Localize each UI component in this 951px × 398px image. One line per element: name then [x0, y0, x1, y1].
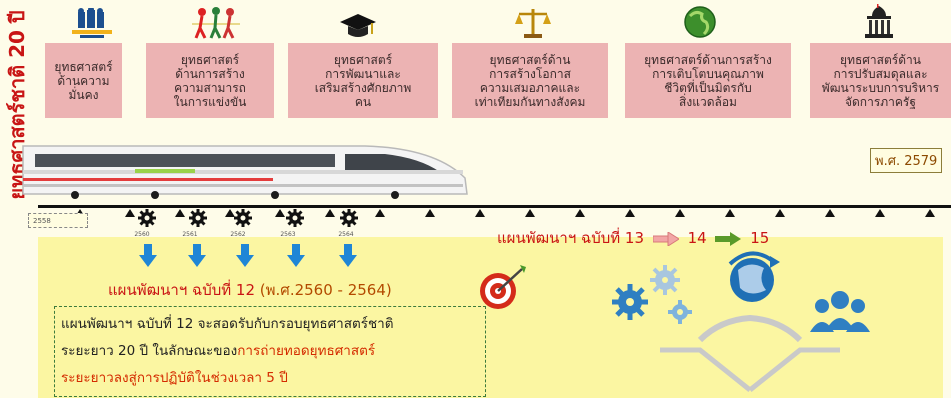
desc-line-2: ระยะยาว 20 ปี ในลักษณะของการถ่ายทอดยุทธศ… — [61, 338, 479, 365]
down-arrow-icon — [236, 244, 254, 267]
strategy-card: ยุทธศาสตร์ด้านการสร้าง การเติบโตบนคุณภาพ… — [625, 43, 791, 118]
gear-icon — [234, 209, 252, 227]
year-label: 2562 — [230, 231, 246, 238]
strategy-card-label: ยุทธศาสตร์ด้านการสร้าง การเติบโตบนคุณภาพ… — [644, 52, 772, 109]
year-label: 2560 — [134, 231, 150, 238]
down-arrow-icon — [139, 244, 157, 267]
plan12-panel — [38, 237, 943, 398]
plan13-label: แผนพัฒนาฯ ฉบับที่ 13 — [497, 229, 645, 247]
rail-ties — [75, 209, 935, 217]
gear-cluster-icon — [612, 284, 648, 320]
down-arrow-icon — [287, 244, 305, 267]
down-arrow-icon — [339, 244, 357, 267]
military-icon — [72, 8, 112, 38]
train-illustration — [22, 145, 468, 199]
pink-arrow-icon — [652, 231, 679, 246]
timeline-end-label: พ.ศ. 2579 — [870, 148, 943, 173]
strategy-card: ยุทธศาสตร์ ด้านความ มั่นคง — [45, 43, 122, 118]
plan12-years: (พ.ศ.2560 - 2564) — [259, 281, 392, 299]
strategy-card-label: ยุทธศาสตร์ด้าน การสร้างโอกาส ความเสมอภาค… — [474, 52, 586, 109]
plan14-label: 14 — [687, 229, 707, 247]
strategy-card: ยุทธศาสตร์ด้าน การปรับสมดุลและ พัฒนาระบบ… — [810, 43, 951, 118]
year-label: 2561 — [182, 231, 198, 238]
plan15-label: 15 — [750, 229, 770, 247]
strategy-card-label: ยุทธศาสตร์ด้าน การปรับสมดุลและ พัฒนาระบบ… — [821, 52, 940, 109]
rail-line — [38, 205, 951, 208]
strategy-card: ยุทธศาสตร์ ด้านการสร้าง ความสามารถ ในการ… — [146, 43, 274, 118]
government-building-icon — [865, 4, 893, 38]
plan12-description: แผนพัฒนาฯ ฉบับที่ 12 จะสอดรับกับกรอบยุทธ… — [54, 306, 486, 397]
gear-icon — [286, 209, 304, 227]
desc-line-1: แผนพัฒนาฯ ฉบับที่ 12 จะสอดรับกับกรอบยุทธ… — [61, 316, 394, 332]
strategy-card-label: ยุทธศาสตร์ ด้านความ มั่นคง — [54, 59, 113, 102]
green-globe-icon — [684, 6, 716, 38]
strategy-card: ยุทธศาสตร์ด้าน การสร้างโอกาส ความเสมอภาค… — [452, 43, 608, 118]
scales-icon — [515, 9, 551, 38]
strategy-card: ยุทธศาสตร์ การพัฒนาและ เสริมสร้างศักยภาพ… — [288, 43, 438, 118]
strategy-card-label: ยุทธศาสตร์ ด้านการสร้าง ความสามารถ ในการ… — [173, 52, 247, 109]
desc-line-2b: การถ่ายทอดยุทธศาสตร์ — [237, 343, 376, 359]
strategy-card-label: ยุทธศาสตร์ การพัฒนาและ เสริมสร้างศักยภาพ… — [314, 52, 412, 109]
next-plans: แผนพัฒนาฯ ฉบับที่ 13 14 15 — [497, 226, 769, 250]
gear-icon — [189, 209, 207, 227]
plan12-title: แผนพัฒนาฯ ฉบับที่ 12 (พ.ศ.2560 - 2564) — [108, 278, 392, 302]
timeline-start-label: 2558 — [28, 213, 88, 228]
desc-line-3: ระยะยาวลงสู่การปฏิบัติในช่วงเวลา 5 ปี — [61, 370, 288, 386]
gear-icon — [138, 209, 156, 227]
down-arrow-icon — [188, 244, 206, 267]
plan12-title-text: แผนพัฒนาฯ ฉบับที่ 12 — [108, 281, 260, 299]
target-icon — [480, 265, 526, 309]
green-arrow-icon — [715, 231, 742, 246]
desc-line-2a: ระยะยาว 20 ปี ในลักษณะของ — [61, 343, 238, 359]
runners-icon — [192, 7, 240, 39]
process-illustration — [612, 251, 870, 392]
year-label: 2563 — [280, 231, 296, 238]
graduation-cap-icon — [340, 14, 376, 37]
year-label: 2564 — [338, 231, 354, 238]
gear-icon — [340, 209, 358, 227]
